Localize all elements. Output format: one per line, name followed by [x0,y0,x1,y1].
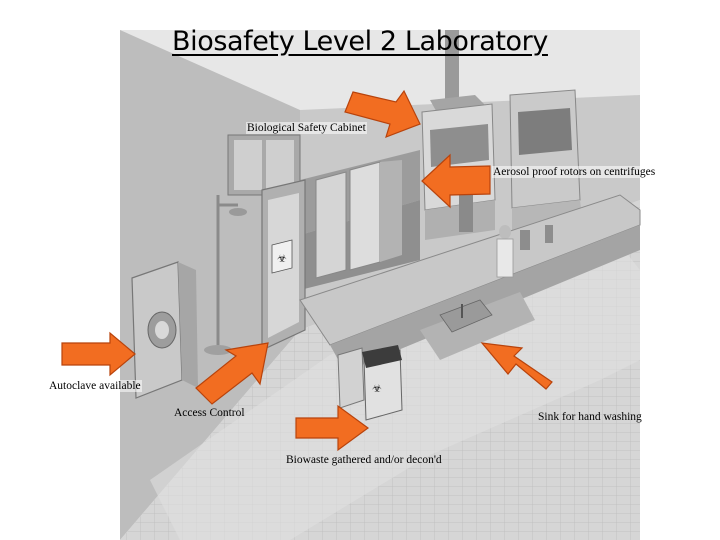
label-autoclave: Autoclave available [48,380,142,392]
label-aerosol-rotors: Aerosol proof rotors on centrifuges [492,166,657,178]
sink [439,299,493,333]
lab-bench [299,194,641,372]
fume-hood [509,89,585,248]
label-sink: Sink for hand washing [538,411,642,423]
arrow-centrifuge [421,153,491,209]
label-biowaste: Biowaste gathered and/or decon'd [286,454,442,466]
arrow-autoclave [61,331,136,377]
arrow-biowaste [295,404,370,452]
page-title: Biosafety Level 2 Laboratory [172,26,548,57]
label-access-control: Access Control [174,407,245,419]
svg-text:☣: ☣ [277,253,287,265]
emergency-shower [204,195,247,355]
arrow-sink [480,342,553,390]
refrigerators [315,160,402,279]
svg-text:☣: ☣ [372,383,382,395]
arrow-access [195,342,269,405]
label-biological-safety-cabinet: Biological Safety Cabinet [246,122,367,134]
autoclave [131,261,198,399]
access-door: ☣ [261,179,306,351]
arrow-bsc [344,89,421,139]
biowaste-bins: ☣ [337,345,403,421]
arrows [61,89,553,452]
